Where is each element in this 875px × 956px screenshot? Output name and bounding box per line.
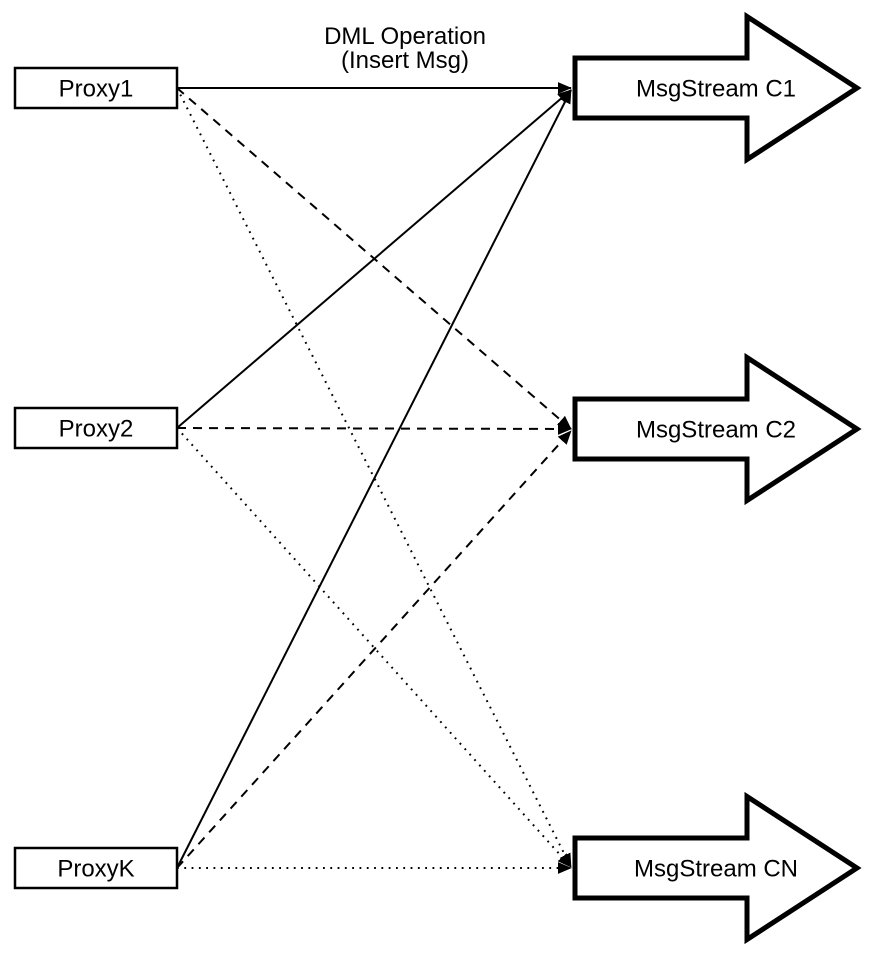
proxy-node-2: Proxy2 <box>13 406 179 450</box>
msgstream-node-cn: MsgStream CN <box>572 791 862 945</box>
msgstream-c1-arrow-shape <box>572 11 862 165</box>
edge-proxyk-msgstream-c2 <box>176 430 572 869</box>
msgstream-cn-label: MsgStream CN <box>634 856 798 883</box>
msgstream-node-c1: MsgStream C1 <box>572 11 862 165</box>
edge-proxy2-msgstream-cn <box>176 427 572 868</box>
proxy2-box <box>13 406 179 450</box>
edge-proxy2-msgstream-c2 <box>176 422 572 435</box>
msgstream-c2-label: MsgStream C2 <box>636 417 796 444</box>
msgstream-node-c2: MsgStream C2 <box>572 352 862 506</box>
edge-label-dml-operation: DML Operation (Insert Msg) <box>324 23 486 74</box>
proxy2-label: Proxy2 <box>59 416 134 443</box>
msgstream-c2-arrow-shape <box>572 352 862 506</box>
proxyk-box <box>13 846 179 890</box>
proxy1-label: Proxy1 <box>59 76 134 103</box>
msgstream-cn-arrow-shape <box>572 791 862 945</box>
edge-label-line1: DML Operation <box>324 23 486 50</box>
edge-proxyk-msgstream-c1 <box>176 89 572 869</box>
msgstream-c1-label: MsgStream C1 <box>636 76 796 103</box>
edge-label-line2: (Insert Msg) <box>341 47 469 74</box>
proxy-node-1: Proxy1 <box>13 66 179 110</box>
proxy1-box <box>13 66 179 110</box>
edge-proxy2-msgstream-c1 <box>176 89 572 429</box>
proxy-node-k: ProxyK <box>13 846 179 890</box>
edge-group <box>176 82 572 874</box>
proxyk-label: ProxyK <box>57 856 134 883</box>
